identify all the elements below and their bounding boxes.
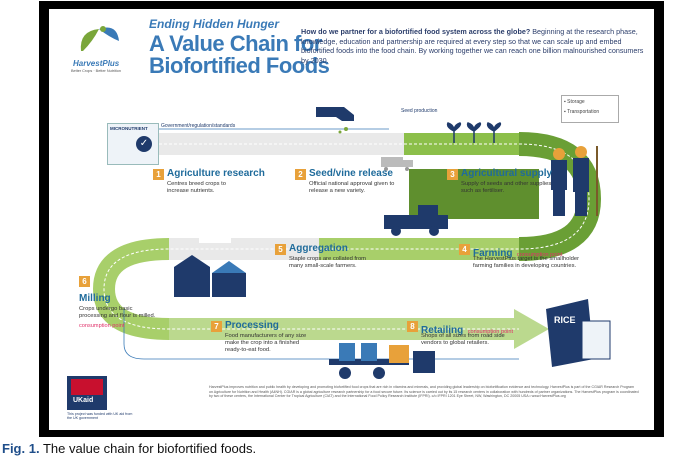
union-flag-icon bbox=[71, 379, 103, 395]
stage-2-title: Seed/vine release bbox=[309, 168, 393, 179]
stage-1-number: 1 bbox=[153, 169, 164, 180]
stage-3-title: Agricultural supply bbox=[461, 168, 553, 179]
seed-production-label: Seed production bbox=[401, 108, 438, 114]
legend-storage: ▪ Storage bbox=[564, 99, 585, 105]
stage-7-title: Processing bbox=[225, 320, 279, 331]
leaf-logo-icon bbox=[80, 26, 119, 51]
stage-1-desc: Centres breed crops to increase nutrient… bbox=[167, 181, 226, 194]
government-label: Government/regulation/standards bbox=[161, 123, 236, 129]
stage-4-number: 4 bbox=[459, 244, 470, 255]
poster-title-line2: Biofortified Foods bbox=[149, 53, 330, 78]
poster-title-line1: A Value Chain for bbox=[149, 31, 322, 56]
poster-kicker: Ending Hidden Hunger bbox=[149, 17, 279, 31]
stage-6-consumption: consumption point bbox=[79, 323, 125, 329]
ukaid-logo: UKaid bbox=[67, 376, 107, 410]
micronutrient-card: MICRONUTRIENT ✓ bbox=[107, 123, 159, 165]
stage-6-number: 6 bbox=[79, 276, 90, 287]
barn-icon bbox=[174, 255, 246, 297]
stage-8-number: 8 bbox=[407, 321, 418, 332]
stage-2-desc: Official national approval given to rele… bbox=[309, 181, 395, 194]
micronutrient-label: MICRONUTRIENT bbox=[110, 126, 148, 131]
stage-2-number: 2 bbox=[295, 169, 306, 180]
stage-6-title: Milling bbox=[79, 293, 111, 304]
stage-7-desc: Food manufacturers of any size make the … bbox=[225, 333, 307, 353]
storage-truck-icon bbox=[381, 157, 413, 171]
rice-label: RICE bbox=[554, 315, 576, 325]
intro-body: Beginning at the research phase, knowled… bbox=[301, 27, 644, 65]
caption-label: Fig. 1. bbox=[2, 441, 40, 456]
rice-bag-icon bbox=[546, 299, 611, 367]
harvestplus-logo: HarvestPlus Better Crops · Better Nutrit… bbox=[69, 21, 129, 81]
stage-8-consumption: consumption point bbox=[467, 329, 514, 335]
intro-question: How do we partner for a biofortified foo… bbox=[301, 27, 531, 36]
factory-cans-icon bbox=[329, 343, 435, 379]
storage-truck-icon bbox=[199, 233, 231, 243]
figure-caption: Fig. 1. The value chain for biofortified… bbox=[2, 441, 256, 456]
stage-1-title: Agriculture research bbox=[167, 168, 265, 179]
footer-text: HarvestPlus improves nutrition and publi… bbox=[209, 385, 639, 399]
logo-tagline: Better Crops · Better Nutrition bbox=[71, 69, 122, 73]
stage-8-heading: Retailing consumption point bbox=[421, 320, 513, 338]
stage-7-number: 7 bbox=[211, 321, 222, 332]
ukaid-label: UKaid bbox=[73, 397, 94, 404]
pickup-truck-icon bbox=[384, 205, 448, 236]
hand-seed-icon bbox=[316, 107, 354, 134]
stage-4-desc: The HarvestPlus target is the smallholde… bbox=[473, 256, 579, 269]
stage-8-desc: Shops of all sizes from road side vendor… bbox=[421, 333, 505, 346]
checkmark-icon: ✓ bbox=[136, 136, 152, 152]
stage-4-heading: Farming consumption point bbox=[473, 243, 562, 261]
stage-5-title: Aggregation bbox=[289, 243, 348, 254]
ukaid-funding: This project was funded with UK aid from… bbox=[67, 412, 133, 421]
stage-4-title: Farming bbox=[473, 248, 513, 259]
stage-4-consumption: consumption point bbox=[516, 252, 563, 258]
stage-5-desc: Staple crops are collated from many smal… bbox=[289, 256, 367, 269]
seedling-icon bbox=[446, 122, 502, 143]
stage-8-title: Retailing bbox=[421, 325, 464, 336]
stage-5-number: 5 bbox=[275, 244, 286, 255]
intro-paragraph: How do we partner for a biofortified foo… bbox=[301, 27, 646, 65]
legend: ▪ Storage ▪ Transportation bbox=[561, 95, 619, 123]
poster: HarvestPlus Better Crops · Better Nutrit… bbox=[49, 9, 654, 430]
stage-3-desc: Supply of seeds and other supplies such … bbox=[461, 181, 552, 194]
caption-text: The value chain for biofortified foods. bbox=[42, 441, 257, 456]
logo-name: HarvestPlus bbox=[73, 59, 120, 68]
farmers-icon bbox=[551, 146, 598, 216]
legend-transportation: ▪ Transportation bbox=[564, 109, 600, 115]
stage-3-number: 3 bbox=[447, 169, 458, 180]
stage-6-desc: Crops undergo basic processing and flour… bbox=[79, 306, 156, 319]
